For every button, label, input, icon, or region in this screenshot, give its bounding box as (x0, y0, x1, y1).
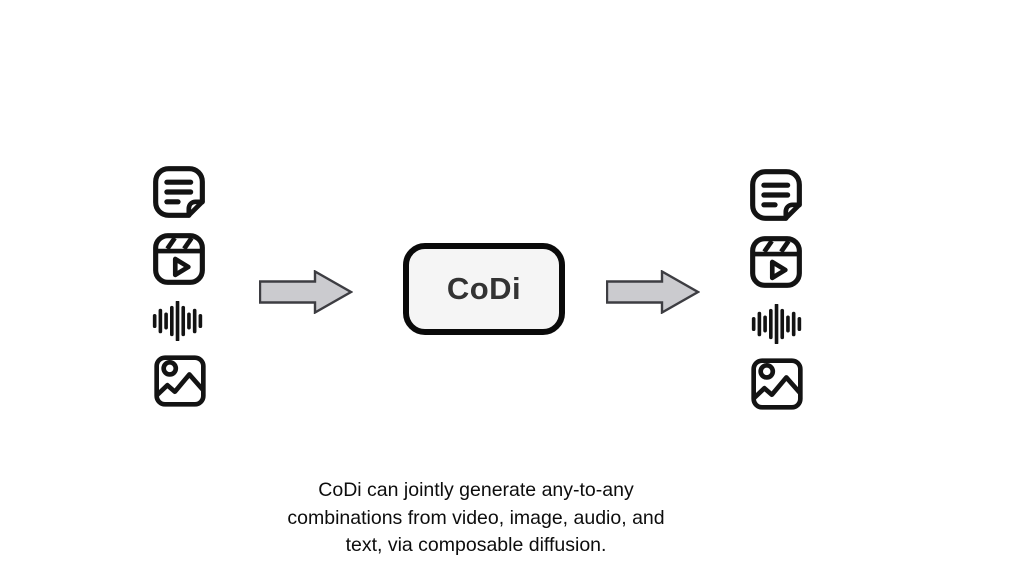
output-arrow-icon (606, 270, 700, 314)
codi-label: CoDi (446, 271, 522, 306)
output-document-text-icon (748, 167, 804, 223)
caption-line-1: CoDi can jointly generate any-to-any (318, 479, 634, 501)
caption: CoDi can jointly generate any-to-any com… (260, 477, 692, 560)
input-photo-image-icon (152, 353, 208, 409)
codi-model-box: CoDi (403, 243, 565, 335)
input-arrow-icon (259, 270, 353, 314)
output-video-reel-icon (748, 234, 804, 290)
output-audio-waveform-icon (751, 304, 803, 344)
input-document-text-icon (151, 164, 207, 220)
output-photo-image-icon (749, 356, 805, 412)
input-video-reel-icon (151, 231, 207, 287)
caption-line-2: combinations from video, image, audio, a… (287, 506, 665, 529)
caption-line-3: text, via composable diffusion. (345, 534, 607, 556)
input-audio-waveform-icon (152, 301, 204, 341)
